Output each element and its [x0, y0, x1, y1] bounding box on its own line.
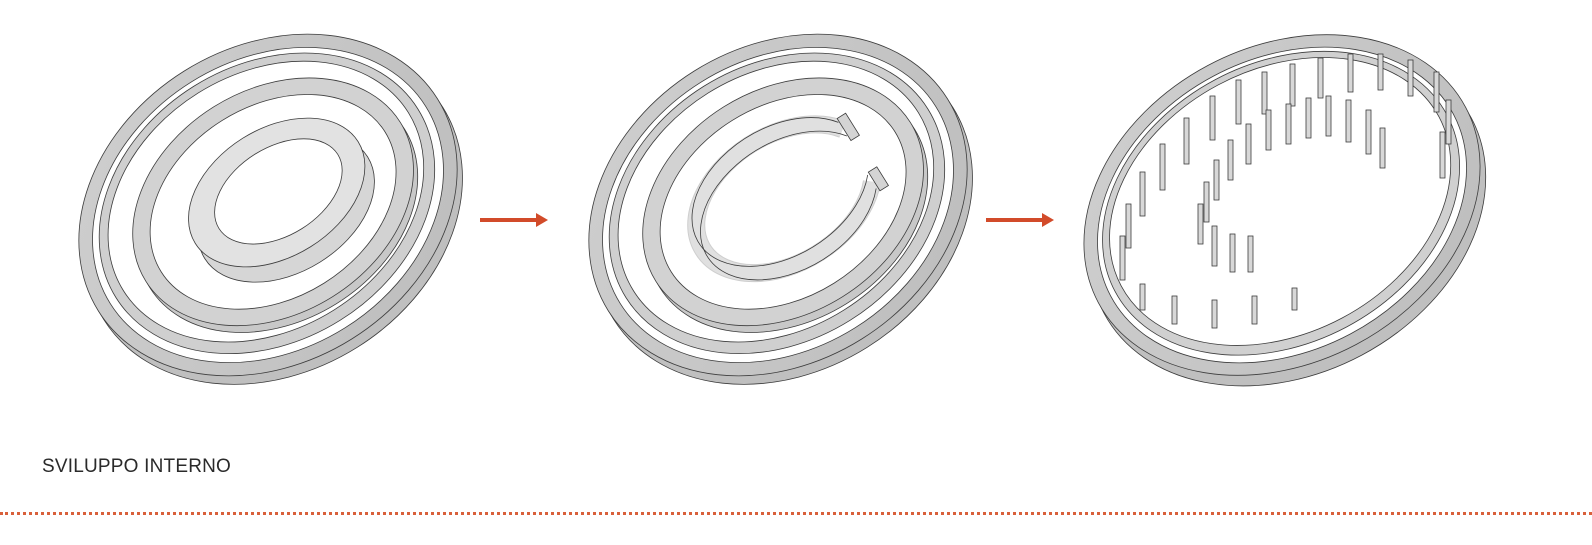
stage-3-outer-ring-with-pillars-icon: [1024, 0, 1545, 453]
dotted-divider: [0, 512, 1592, 515]
arrow-right-icon: [480, 213, 548, 227]
stage-1-concentric-ring-walls-icon: [15, 0, 527, 453]
stage-2-opened-ring-walls-icon: [525, 0, 1037, 453]
caption-label: SVILUPPO INTERNO: [42, 456, 231, 478]
arrow-right-icon: [986, 213, 1054, 227]
